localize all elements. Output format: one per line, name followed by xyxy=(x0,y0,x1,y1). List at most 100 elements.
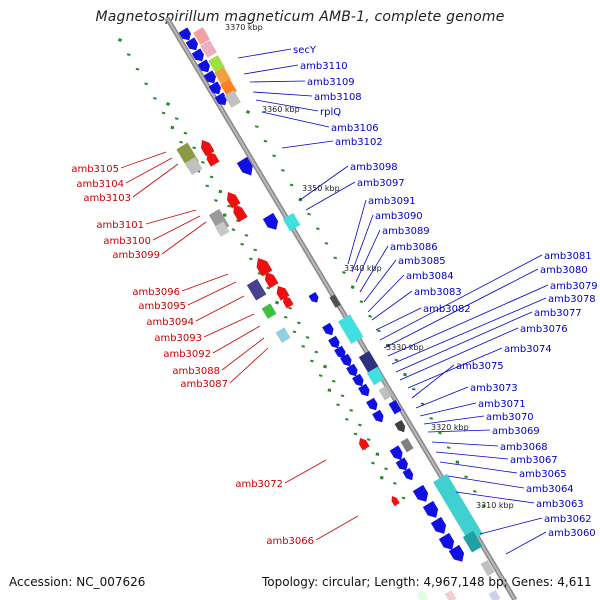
forward-gene-label[interactable]: amb3077 xyxy=(534,308,582,319)
forward-gene-label[interactable]: amb3098 xyxy=(350,162,398,173)
reverse-gene-label[interactable]: amb3100 xyxy=(103,236,151,247)
tick-mark xyxy=(118,38,122,42)
forward-gene-label[interactable]: amb3071 xyxy=(478,399,526,410)
reverse-label-leader xyxy=(181,273,229,292)
forward-gene-label[interactable]: amb3074 xyxy=(504,344,552,355)
forward-gene-label[interactable]: amb3082 xyxy=(423,304,471,315)
reverse-gene-label[interactable]: amb3088 xyxy=(172,366,220,377)
forward-label-leader xyxy=(415,386,469,409)
forward-gene-label[interactable]: amb3069 xyxy=(492,426,540,437)
topology-text: Topology: circular; Length: 4,967,148 bp… xyxy=(262,575,592,589)
gene-box xyxy=(214,67,231,85)
forward-gene-label[interactable]: amb3067 xyxy=(510,455,558,466)
forward-gene-arrow xyxy=(438,532,455,550)
reverse-gene-arrow xyxy=(391,496,400,507)
forward-gene-label[interactable]: amb3102 xyxy=(335,137,383,148)
reverse-label-leader xyxy=(221,337,265,371)
gene-box xyxy=(184,156,203,176)
forward-gene-label[interactable]: amb3106 xyxy=(331,123,379,134)
forward-gene-label[interactable]: amb3110 xyxy=(300,61,348,72)
reverse-label-leader xyxy=(195,295,245,322)
reverse-gene-label[interactable]: amb3092 xyxy=(163,349,211,360)
gene-box xyxy=(480,559,495,577)
reverse-gene-label[interactable]: amb3093 xyxy=(154,333,202,344)
kbp-marker: 3340 kbp xyxy=(344,264,382,273)
reverse-label-leader xyxy=(120,151,167,169)
forward-gene-label[interactable]: amb3064 xyxy=(526,484,574,495)
reverse-gene-label[interactable]: amb3095 xyxy=(138,301,186,312)
reverse-gene-label[interactable]: amb3072 xyxy=(235,479,283,490)
forward-gene-label[interactable]: amb3091 xyxy=(368,196,416,207)
reverse-gene-arrow xyxy=(226,192,241,209)
tick-marks xyxy=(118,38,486,508)
tick-mark xyxy=(327,388,332,393)
forward-gene-arrow xyxy=(178,27,191,41)
forward-label-leader xyxy=(261,111,330,128)
forward-gene-label[interactable]: amb3060 xyxy=(548,528,596,539)
forward-gene-label[interactable]: amb3097 xyxy=(357,178,405,189)
reverse-gene-label[interactable]: amb3105 xyxy=(71,164,119,175)
tick-mark xyxy=(438,431,442,435)
reverse-gene-label[interactable]: amb3066 xyxy=(266,536,314,547)
forward-gene-label[interactable]: amb3083 xyxy=(414,287,462,298)
forward-gene-label[interactable]: amb3085 xyxy=(398,256,446,267)
reverse-gene-arrow xyxy=(359,438,370,451)
forward-gene-label[interactable]: amb3068 xyxy=(500,442,548,453)
gene-box xyxy=(246,278,267,301)
tick-mark xyxy=(174,117,179,120)
forward-gene-label[interactable]: amb3078 xyxy=(548,294,596,305)
forward-gene-label[interactable]: amb3086 xyxy=(390,242,438,253)
reverse-gene-label[interactable]: amb3096 xyxy=(132,287,180,298)
forward-gene-label[interactable]: amb3073 xyxy=(470,383,518,394)
forward-gene-label[interactable]: amb3063 xyxy=(536,499,584,510)
forward-gene-label[interactable]: amb3070 xyxy=(486,412,534,423)
forward-gene-label[interactable]: amb3108 xyxy=(314,92,362,103)
tick-mark xyxy=(371,461,375,465)
gene-box xyxy=(193,27,210,45)
reverse-gene-arrow xyxy=(256,258,273,277)
forward-gene-label[interactable]: amb3062 xyxy=(544,514,592,525)
tick-mark xyxy=(170,125,175,130)
tick-mark xyxy=(301,345,306,348)
tick-mark xyxy=(366,438,371,441)
gene-box xyxy=(388,399,402,415)
forward-gene-label[interactable]: amb3065 xyxy=(519,469,567,480)
kbp-marker: 3360 kbp xyxy=(262,105,300,114)
forward-label-leader xyxy=(387,284,549,357)
tick-mark xyxy=(464,475,468,479)
reverse-label-leader xyxy=(229,347,269,384)
forward-gene-label[interactable]: amb3089 xyxy=(382,226,430,237)
forward-label-leader xyxy=(371,290,413,321)
forward-gene-label[interactable]: amb3090 xyxy=(375,211,423,222)
reverse-gene-label[interactable]: amb3101 xyxy=(96,220,144,231)
reverse-gene-label[interactable]: amb3099 xyxy=(112,250,160,261)
tick-mark xyxy=(429,417,434,420)
forward-gene-arrow xyxy=(346,363,358,377)
forward-label-leader xyxy=(355,229,381,283)
forward-gene-label[interactable]: amb3079 xyxy=(550,281,598,292)
reverse-gene-label[interactable]: amb3087 xyxy=(180,379,228,390)
gene-box xyxy=(416,589,429,600)
forward-gene-label[interactable]: amb3084 xyxy=(406,271,454,282)
forward-label-leader xyxy=(411,364,455,399)
forward-gene-arrow xyxy=(395,457,408,471)
forward-gene-label[interactable]: amb3075 xyxy=(456,361,504,372)
accession-text: Accession: NC_007626 xyxy=(9,575,146,589)
forward-gene-label[interactable]: amb3109 xyxy=(307,77,355,88)
forward-gene-arrow xyxy=(389,445,403,461)
forward-gene-label[interactable]: amb3076 xyxy=(520,324,568,335)
forward-label-leader xyxy=(305,181,356,211)
forward-gene-label[interactable]: secY xyxy=(293,45,317,56)
tick-mark xyxy=(340,394,345,398)
tick-mark xyxy=(297,321,301,325)
forward-gene-label[interactable]: amb3080 xyxy=(540,265,588,276)
reverse-gene-label[interactable]: amb3104 xyxy=(76,179,124,190)
reverse-gene-arrow xyxy=(206,152,220,167)
tick-mark xyxy=(253,248,258,252)
tick-mark xyxy=(358,423,362,427)
reverse-gene-label[interactable]: amb3103 xyxy=(83,193,131,204)
tick-mark xyxy=(401,496,406,500)
forward-gene-label[interactable]: amb3081 xyxy=(544,251,592,262)
forward-gene-label[interactable]: rplQ xyxy=(320,107,341,118)
reverse-gene-label[interactable]: amb3094 xyxy=(146,317,194,328)
